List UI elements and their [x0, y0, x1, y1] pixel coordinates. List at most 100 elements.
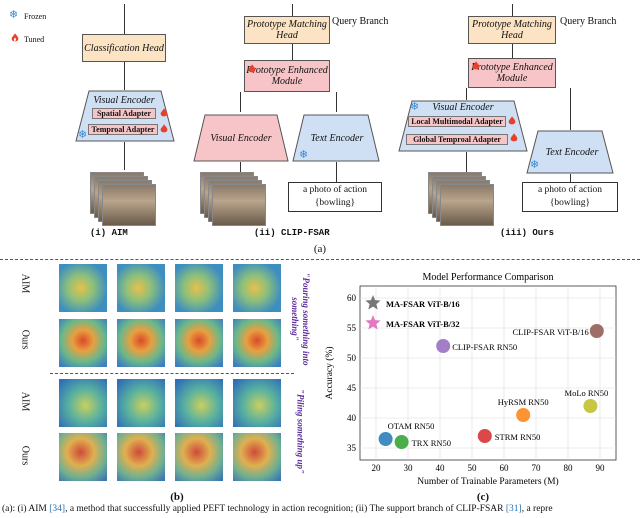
data-point-label: CLIP-FSAR RN50	[452, 342, 517, 352]
local-multimodal-adapter: Local Multimodal Adapter	[408, 116, 506, 127]
flame-icon	[248, 64, 256, 73]
ours-matching-head: Prototype Matching Head	[468, 16, 556, 44]
x-tick-label: 90	[596, 463, 606, 473]
y-tick-label: 40	[347, 413, 357, 423]
chart-title: Model Performance Comparison	[422, 272, 553, 283]
flame-icon	[160, 124, 168, 133]
data-point-label: TRX RN50	[412, 438, 451, 448]
data-point	[394, 435, 409, 449]
x-tick-label: 20	[372, 463, 382, 473]
attention-heatmap	[58, 263, 108, 313]
attention-heatmap	[116, 263, 166, 313]
caption-aim: (i) AIM	[90, 228, 128, 238]
figure-caption: (a): (i) AIM [34], a method that success…	[2, 504, 553, 514]
x-tick-label: 50	[468, 463, 478, 473]
y-tick-label: 60	[347, 293, 357, 303]
data-point-label: MoLo RN50	[565, 388, 609, 398]
ours-visual-encoder-label: Visual Encoder	[432, 102, 494, 113]
x-tick-label: 40	[436, 463, 446, 473]
arrow	[292, 44, 293, 60]
attention-heatmap	[232, 263, 282, 313]
panel-c-label: (c)	[476, 491, 490, 503]
attention-heatmap	[232, 432, 282, 482]
scatter-chart: 20 30 40 50 60 70 80 90 35 40 45 50 55 60 Model Perfor…	[324, 272, 617, 487]
arrow	[512, 44, 513, 58]
caption-pouring: "Pouring something into something"	[290, 272, 311, 366]
arrow	[124, 62, 125, 90]
arrow	[336, 92, 337, 112]
attention-heatmap	[116, 318, 166, 368]
flame-icon	[472, 61, 480, 70]
attention-heatmap	[58, 432, 108, 482]
attention-heatmap	[58, 378, 108, 428]
attention-heatmap	[232, 378, 282, 428]
ours-text-encoder-shape	[526, 130, 614, 174]
attention-heatmap	[232, 318, 282, 368]
y-tick-label: 55	[347, 323, 357, 333]
arrow	[570, 88, 571, 130]
arrow	[336, 162, 337, 182]
classification-head: Classification Head	[82, 34, 166, 62]
arrow	[240, 92, 241, 112]
clip-visual-encoder-shape	[193, 114, 289, 162]
attention-heatmap	[58, 318, 108, 368]
row-label-ours: Ours	[19, 329, 31, 350]
attention-heatmap	[116, 378, 166, 428]
arrow	[466, 88, 467, 100]
snowflake-icon: ❄	[410, 101, 420, 113]
x-axis-label: Number of Trainable Parameters (M)	[417, 476, 558, 487]
data-point-label: CLIP-FSAR ViT-B/16	[513, 327, 589, 337]
data-point	[583, 399, 598, 413]
x-tick-label: 70	[532, 463, 542, 473]
clip-text-encoder-shape	[292, 114, 380, 162]
arrow	[466, 152, 467, 172]
temporal-adapter: Temproal Adapter	[88, 124, 158, 135]
row-label-aim: AIM	[19, 273, 31, 294]
row-label-aim: AIM	[19, 391, 31, 412]
y-tick-label: 45	[347, 383, 357, 393]
x-tick-label: 80	[564, 463, 574, 473]
flame-icon	[11, 33, 19, 42]
y-axis-label: Accuracy (%)	[324, 346, 335, 399]
snowflake-icon: ❄	[9, 9, 19, 21]
data-point-label: STRM RN50	[495, 432, 541, 442]
data-point	[436, 339, 451, 353]
x-tick-label: 60	[500, 463, 510, 473]
row-label-ours: Ours	[19, 445, 31, 466]
legend-star-marker	[365, 295, 381, 310]
snowflake-icon: ❄	[78, 129, 88, 141]
clip-prototype-module: Prototype Enhanced Module	[244, 60, 330, 92]
data-point-label: OTAM RN50	[388, 421, 435, 431]
caption-piling: "Piling something up"	[295, 388, 306, 474]
snowflake-icon: ❄	[299, 149, 309, 161]
legend-tuned-label: Tuned	[24, 35, 45, 44]
x-tick-label: 30	[404, 463, 414, 473]
flame-icon	[160, 108, 168, 117]
data-point-label: HyRSM RN50	[498, 397, 549, 407]
legend-entry: MA-FSAR ViT-B/32	[386, 319, 460, 329]
global-temporal-adapter: Global Temproal Adapter	[406, 134, 508, 145]
divider	[50, 373, 294, 374]
data-point	[516, 408, 531, 422]
arrow	[292, 4, 293, 16]
ours-prototype-module: Prototype Enhanced Module	[468, 58, 556, 88]
flame-icon	[508, 116, 516, 125]
panel-b-label: (b)	[170, 491, 184, 503]
caption-ours: (iii) Ours	[500, 228, 555, 238]
spatial-adapter: Spatial Adapter	[92, 108, 156, 119]
arrow	[124, 142, 125, 170]
data-point	[589, 324, 604, 338]
ours-text-prompt: a photo of action {bowling}	[522, 182, 618, 212]
attention-heatmap	[116, 432, 166, 482]
y-tick-label: 35	[347, 443, 357, 453]
legend-frozen-label: Frozen	[24, 12, 47, 21]
clip-visual-encoder-label: Visual Encoder	[210, 133, 272, 144]
arrow	[570, 174, 571, 182]
y-tick-label: 50	[347, 353, 357, 363]
legend-entry: MA-FSAR ViT-B/16	[386, 299, 460, 309]
query-branch-label: Query Branch	[332, 16, 389, 27]
attention-heatmap	[174, 318, 224, 368]
legend-star-marker	[365, 315, 381, 330]
attention-heatmap	[174, 263, 224, 313]
arrow	[512, 4, 513, 16]
